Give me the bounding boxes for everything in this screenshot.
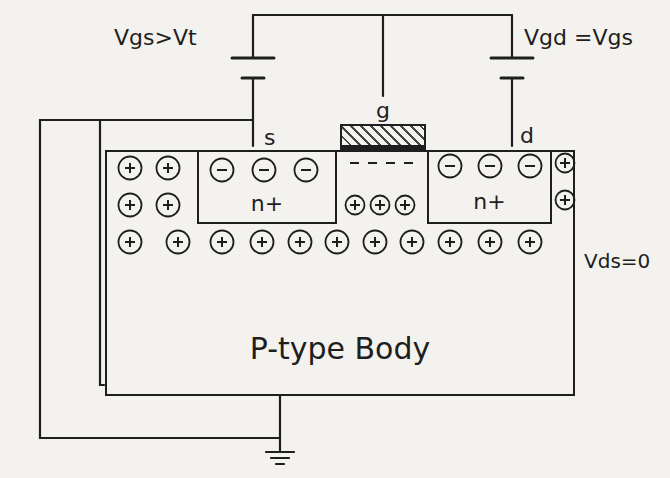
- voltage-label: Vgd =Vgs: [522, 26, 635, 50]
- channel-electron: [368, 162, 377, 164]
- positive-charge: [251, 231, 274, 254]
- drain-region: n+: [427, 150, 552, 224]
- gate-electrode: g: [340, 124, 426, 150]
- battery-plate: [232, 57, 274, 60]
- region-label: n+: [473, 190, 505, 214]
- positive-charge: [371, 196, 390, 215]
- wire: [252, 78, 254, 146]
- positive-charge: [479, 231, 502, 254]
- channel-electron: [404, 162, 413, 164]
- positive-charge: [119, 231, 142, 254]
- positive-charge: [157, 157, 180, 180]
- region-label: n+: [251, 192, 283, 216]
- ground-symbol: [266, 452, 294, 464]
- source-region: n+: [197, 150, 337, 224]
- positive-charge: [289, 231, 312, 254]
- channel-electron: [386, 162, 395, 164]
- positive-charge: [556, 191, 575, 210]
- positive-charge: [401, 231, 424, 254]
- positive-charge: [346, 196, 365, 215]
- voltage-label: Vds=0: [582, 250, 652, 272]
- battery-plate: [491, 57, 533, 60]
- positive-charge: [157, 194, 180, 217]
- wire: [40, 120, 280, 438]
- wire: [511, 78, 513, 146]
- positive-charge: [439, 231, 462, 254]
- positive-charge: [119, 157, 142, 180]
- voltage-label: Vgs>Vt: [112, 26, 199, 50]
- channel-electron: [350, 162, 359, 164]
- positive-charge: [556, 154, 575, 173]
- negative-charge: [479, 155, 502, 178]
- positive-charge: [326, 231, 349, 254]
- positive-charge: [167, 231, 190, 254]
- wire: [252, 15, 254, 58]
- positive-charge: [364, 231, 387, 254]
- positive-charge: [119, 194, 142, 217]
- region-label: g: [376, 99, 390, 123]
- negative-charge: [211, 159, 234, 182]
- terminal-label: d: [518, 124, 536, 148]
- positive-charge: [396, 196, 415, 215]
- wire: [511, 15, 513, 58]
- negative-charge: [295, 159, 318, 182]
- region-label: P-type Body: [250, 332, 431, 365]
- wire: [382, 15, 384, 96]
- body-region: P-type Body n+ n+: [105, 150, 575, 396]
- positive-charge: [519, 231, 542, 254]
- terminal-label: s: [262, 126, 277, 150]
- wire: [100, 120, 104, 385]
- negative-charge: [519, 155, 542, 178]
- wire: [279, 396, 281, 452]
- positive-charge: [211, 231, 234, 254]
- negative-charge: [253, 159, 276, 182]
- negative-charge: [439, 155, 462, 178]
